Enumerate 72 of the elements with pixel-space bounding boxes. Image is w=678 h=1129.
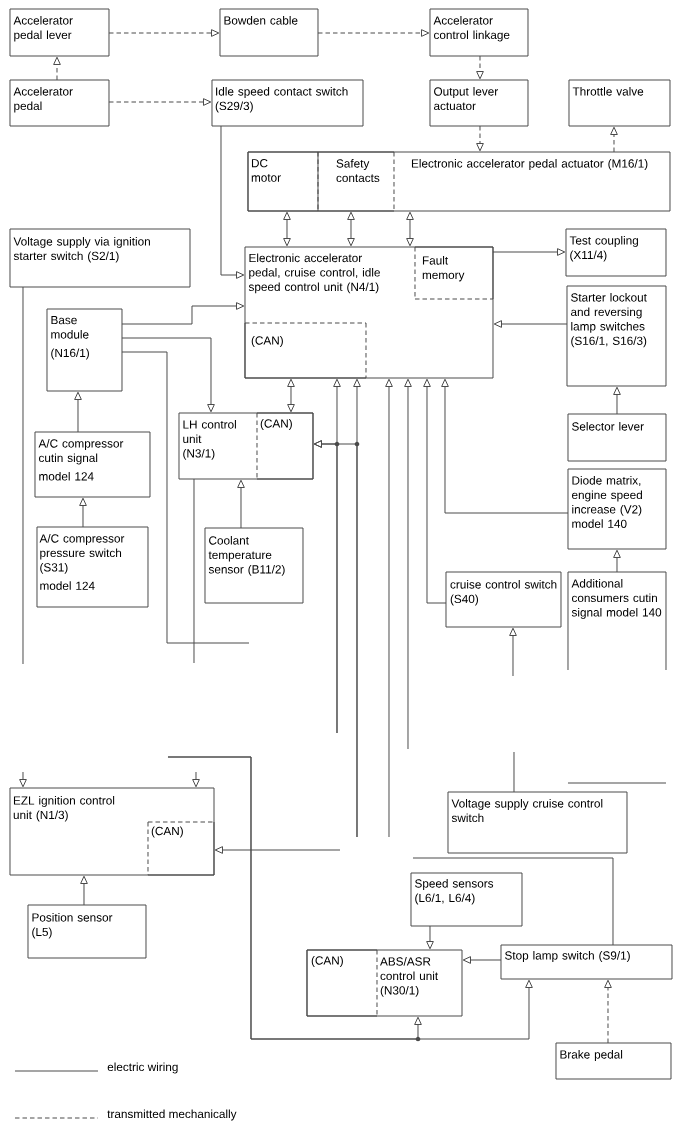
dashed-compartment: (CAN) [244, 322, 367, 379]
arrow [613, 386, 621, 415]
arrow [604, 979, 612, 1044]
legend-text: electric wiring [107, 1062, 178, 1074]
wire-line [412, 857, 614, 946]
component-box: Brake pedal [555, 1042, 672, 1080]
component-box: Test coupling (X11/4) [565, 228, 667, 277]
component-box: Voltage supply cruise control switch [447, 791, 628, 854]
arrow [509, 627, 517, 677]
component-box: Stop lamp switch (S9/1) [500, 944, 673, 980]
component-box: Throttle valve [568, 79, 671, 127]
component-box: Accelerator pedal [9, 79, 110, 127]
component-box: Base module (N16/1) [46, 308, 123, 392]
dashed-compartment: Fault memory [414, 246, 494, 300]
arrow [462, 956, 502, 964]
arrow [108, 98, 212, 106]
arrow [347, 211, 355, 247]
component-box: Position sensor (L5) [27, 904, 147, 959]
wire-line [121, 351, 250, 644]
wire-line [193, 478, 195, 664]
dashed-compartment: (CAN) [147, 821, 215, 876]
arrow [167, 756, 422, 1040]
component-box: Coolant temperature sensor (B11/2) [204, 527, 304, 604]
arrow [610, 126, 618, 153]
dashed-compartment: Safety contacts [317, 151, 395, 212]
arrow [237, 479, 245, 529]
component-box: Idle speed contact switch (S29/3) [211, 79, 364, 127]
arrow [613, 549, 621, 573]
arrow [108, 29, 220, 37]
component-box: Selector lever [567, 413, 667, 462]
arrow [287, 378, 295, 413]
arrow [426, 925, 434, 950]
dashed-compartment: DC motor [247, 151, 319, 212]
arrow [404, 378, 412, 750]
arrow [406, 211, 414, 247]
arrow [493, 320, 568, 328]
component-box: A/C compressor pressure switch (S31) model 124 [36, 526, 149, 608]
component-box: Diode matrix, engine speed increase (V2) model 140 [567, 468, 667, 550]
dashed-compartment: (CAN) [256, 412, 314, 480]
arrow [220, 125, 245, 279]
arrow [121, 337, 215, 413]
arrow [121, 302, 245, 325]
arrow [441, 378, 569, 514]
component-box: Starter lockout and reversing lamp switches (S16/1, S16/3) [566, 285, 667, 387]
arrow [19, 771, 27, 788]
arrow [74, 391, 82, 433]
legend-text: transmitted mechanically [107, 1109, 237, 1121]
component-box: Additional consumers cutin signal model 140 [567, 571, 667, 784]
arrow [492, 248, 566, 256]
component-box: Bowden cable [219, 8, 319, 57]
arrow [476, 55, 484, 80]
wire-line [22, 286, 24, 665]
component-box: Speed sensors (L6/1, L6/4) [410, 872, 523, 927]
arrow [313, 440, 358, 838]
arrow [214, 846, 341, 854]
arrow [283, 211, 291, 247]
wire-line [513, 751, 515, 793]
arrow [385, 378, 393, 838]
arrow [79, 497, 87, 528]
arrow [317, 29, 430, 37]
component-box: cruise control switch (S40) [445, 571, 562, 628]
arrow [476, 125, 484, 152]
arrow [80, 875, 88, 906]
component-box: Accelerator control linkage [429, 8, 529, 57]
component-box: Accelerator pedal lever [9, 8, 110, 57]
component-box: Voltage supply via ignition starter switch (S2/1) [9, 228, 191, 288]
arrow [192, 771, 200, 788]
arrow [53, 56, 61, 81]
dashed-compartment: (CAN) [306, 949, 378, 1017]
component-box: A/C compressor cutin signal model 124 [34, 431, 151, 498]
component-box: Output lever actuator [429, 79, 529, 127]
arrow [423, 378, 447, 604]
